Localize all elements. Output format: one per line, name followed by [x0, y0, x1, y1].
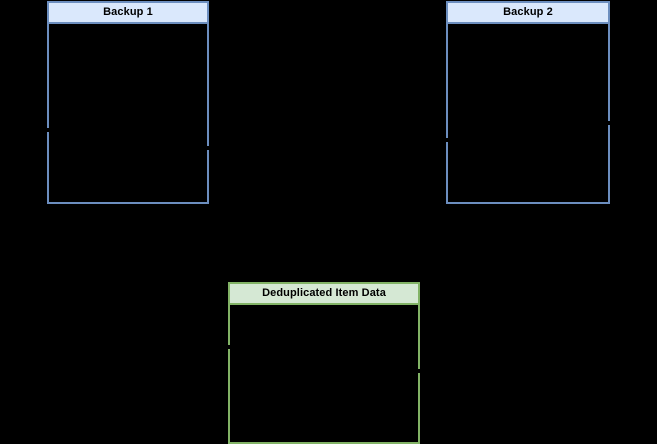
connection-anchor-right[interactable] [206, 146, 209, 150]
node-backup-2[interactable]: Backup 2 [446, 1, 610, 204]
connection-anchor-left[interactable] [228, 345, 231, 349]
connection-anchor-right[interactable] [607, 121, 610, 125]
node-backup-1-body[interactable] [49, 26, 207, 204]
node-deduplicated-item-data[interactable]: Deduplicated Item Data [228, 282, 420, 444]
node-backup-1[interactable]: Backup 1 [47, 1, 209, 204]
node-backup-2-title: Backup 2 [448, 3, 608, 24]
node-deduplicated-item-data-title: Deduplicated Item Data [230, 284, 418, 305]
node-deduplicated-item-data-body[interactable] [230, 307, 418, 444]
connection-anchor-left[interactable] [446, 138, 449, 142]
connection-anchor-left[interactable] [47, 128, 50, 132]
connection-anchor-right[interactable] [417, 369, 420, 373]
node-backup-1-title: Backup 1 [49, 3, 207, 24]
node-backup-2-body[interactable] [448, 26, 608, 204]
